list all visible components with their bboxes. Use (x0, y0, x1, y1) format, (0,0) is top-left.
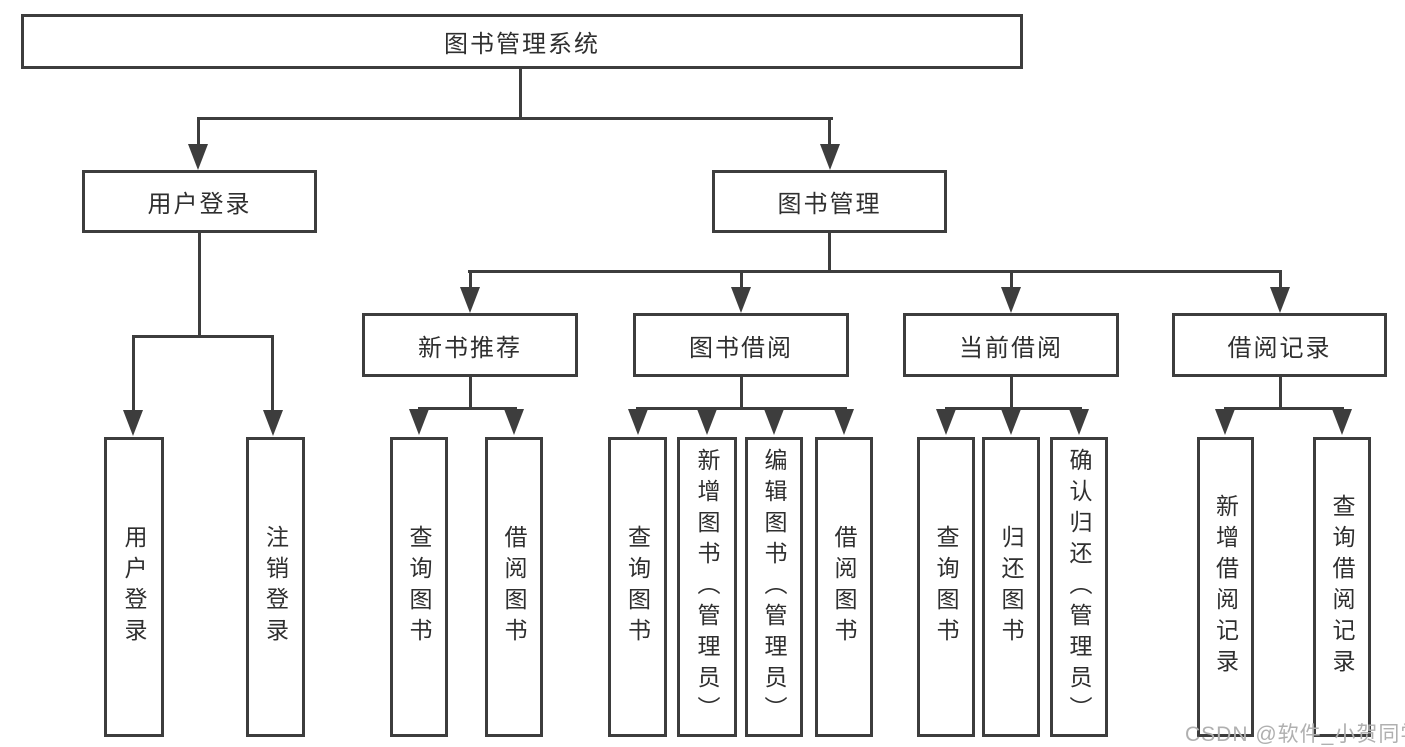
connector-borrow-stem (740, 270, 743, 290)
arrow-newbook-leaf1-icon (409, 409, 429, 435)
connector-userloginleaf-stem (132, 335, 135, 413)
leaf-borrow-borrow-books: 借阅图书 (815, 437, 873, 737)
node-borrow-records: 借阅记录 (1172, 313, 1387, 377)
arrow-borrow-leaf4-icon (834, 409, 854, 435)
csdn-watermark: CSDN @软件_小贺同学 (1185, 723, 1405, 746)
leaf-borrow-query-books: 查询图书 (608, 437, 667, 737)
leaf-user-login: 用户登录 (104, 437, 164, 737)
arrow-current-leaf3-icon (1069, 409, 1089, 435)
connector-logoutleaf-stem (271, 335, 274, 413)
connector-userlogin-down (198, 233, 201, 338)
node-book-management: 图书管理 (712, 170, 947, 233)
leaf-borrow-edit-books-admin: 编辑图书（管理员） (745, 437, 803, 737)
connector-bookmgmt-rail (468, 270, 1282, 273)
arrow-newbook-leaf2-icon (504, 409, 524, 435)
node-new-book-recommend: 新书推荐 (362, 313, 578, 377)
leaf-records-add-record: 新增借阅记录 (1197, 437, 1254, 737)
node-user-login: 用户登录 (82, 170, 317, 233)
connector-userlogin-rail (132, 335, 274, 338)
connector-records-down (1279, 377, 1282, 410)
leaf-records-query-record: 查询借阅记录 (1313, 437, 1371, 737)
connector-bookmgmt-stem (828, 117, 831, 147)
connector-newbook-down (469, 377, 472, 410)
connector-records-stem (1279, 270, 1282, 290)
leaf-borrow-add-books-admin: 新增图书（管理员） (677, 437, 737, 737)
arrow-to-records-icon (1270, 287, 1290, 313)
connector-current-down (1010, 377, 1013, 410)
leaf-current-return-books: 归还图书 (982, 437, 1040, 737)
connector-root-stem (519, 69, 522, 119)
arrow-borrow-leaf2-icon (697, 409, 717, 435)
arrow-to-userlogin-leaf-icon (123, 410, 143, 436)
connector-current-stem (1010, 270, 1013, 290)
arrow-current-leaf2-icon (1001, 409, 1021, 435)
connector-newbook-rail (418, 407, 517, 410)
node-current-borrowing: 当前借阅 (903, 313, 1119, 377)
arrow-to-logout-leaf-icon (263, 410, 283, 436)
leaf-logout: 注销登录 (246, 437, 305, 737)
leaf-newbook-query-books: 查询图书 (390, 437, 448, 737)
connector-bookmgmt-down (828, 233, 831, 273)
leaf-current-confirm-return-admin: 确认归还（管理员） (1050, 437, 1108, 737)
arrow-to-current-icon (1001, 287, 1021, 313)
leaf-current-query-books: 查询图书 (917, 437, 975, 737)
node-root: 图书管理系统 (21, 14, 1023, 69)
connector-current-rail (945, 407, 1082, 410)
connector-borrow-down (740, 377, 743, 410)
arrow-current-leaf1-icon (936, 409, 956, 435)
arrow-to-bookmgmt-icon (820, 144, 840, 170)
arrow-records-leaf1-icon (1215, 409, 1235, 435)
connector-root-rail (197, 117, 833, 120)
arrow-to-newbook-icon (460, 287, 480, 313)
arrow-borrow-leaf1-icon (628, 409, 648, 435)
connector-borrow-rail (636, 407, 847, 410)
node-book-borrowing: 图书借阅 (633, 313, 849, 377)
leaf-newbook-borrow-books: 借阅图书 (485, 437, 543, 737)
arrow-to-userlogin-icon (188, 144, 208, 170)
arrow-to-borrow-icon (731, 287, 751, 313)
arrow-borrow-leaf3-icon (764, 409, 784, 435)
connector-records-rail (1224, 407, 1344, 410)
connector-newbook-stem (469, 270, 472, 290)
connector-userlogin-stem (197, 117, 200, 147)
arrow-records-leaf2-icon (1332, 409, 1352, 435)
